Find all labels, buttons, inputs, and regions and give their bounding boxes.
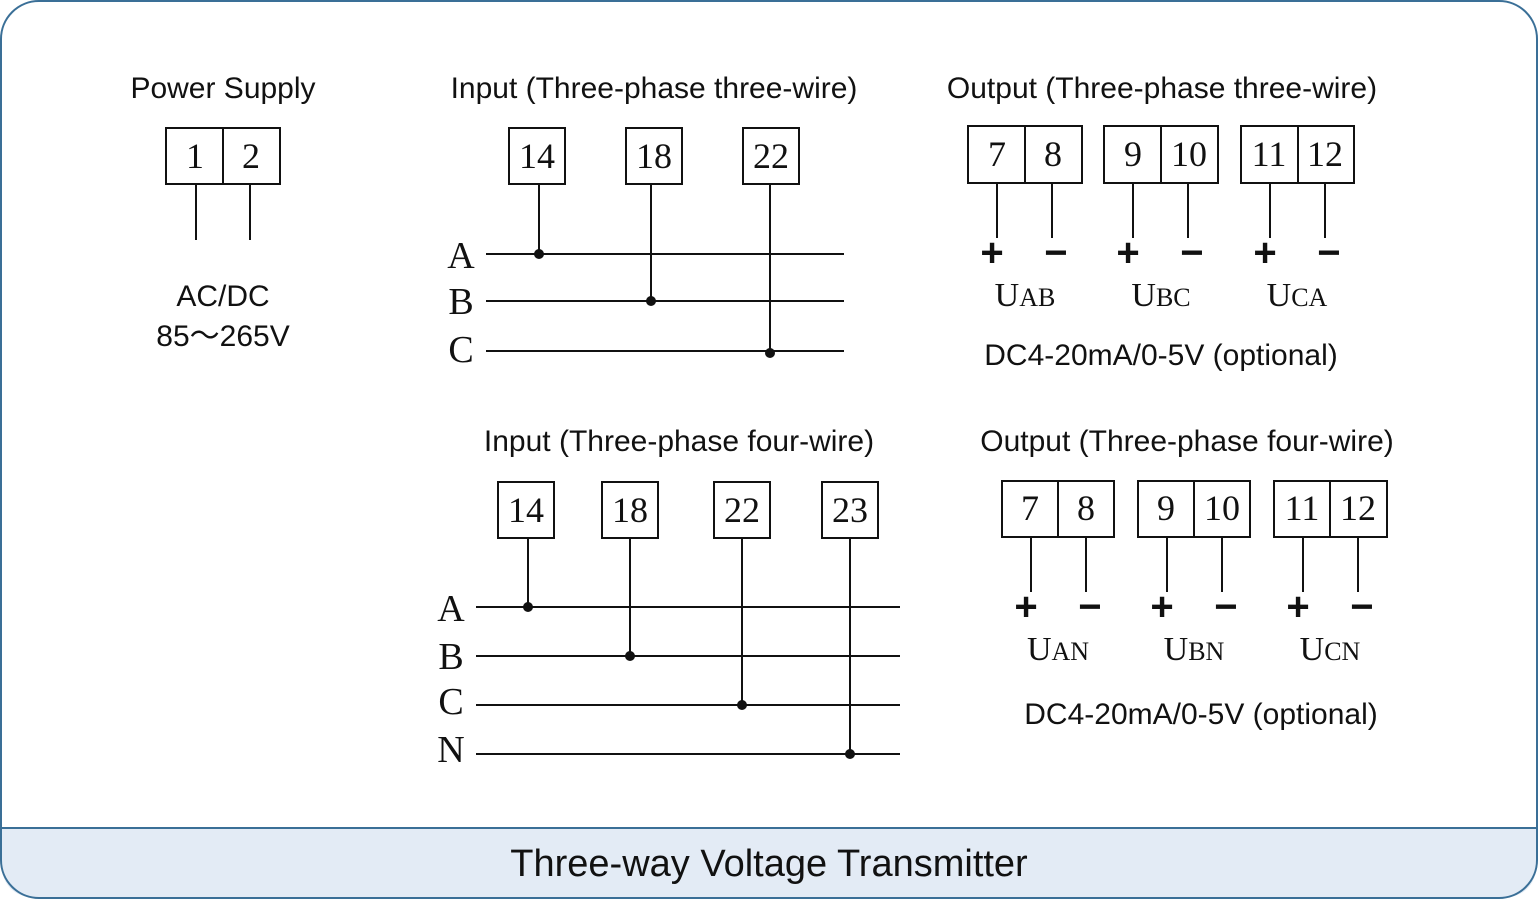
terminal-box-14	[508, 127, 566, 185]
plus-sign-ubc: +	[1116, 231, 1139, 275]
minus-sign-ubc: −	[1180, 231, 1203, 275]
terminal-label-12-4w: 12	[1340, 488, 1376, 528]
terminal-label-18: 18	[636, 136, 672, 176]
plus-sign-ucn: +	[1286, 585, 1309, 629]
junction-dot-a-4w	[523, 602, 533, 612]
diagram-title: Three-way Voltage Transmitter	[510, 843, 1028, 885]
phase-label-b: B	[448, 281, 473, 323]
output-four-wire-section: Output (Three-phase four-wire) 7 8 9 10 …	[980, 425, 1394, 731]
phase-label-a-4w: A	[437, 588, 465, 630]
minus-sign-uca: −	[1317, 231, 1340, 275]
power-supply-heading: Power Supply	[130, 72, 315, 105]
terminal-label-14-4w: 14	[508, 490, 544, 530]
junction-dot-c-4w	[737, 700, 747, 710]
terminal-box-2	[222, 127, 281, 185]
minus-sign-uab: −	[1044, 231, 1067, 275]
minus-sign-ubn: −	[1214, 585, 1237, 629]
plus-sign-uca: +	[1253, 231, 1276, 275]
terminal-box-18	[625, 127, 683, 185]
power-spec-type: AC/DC	[176, 280, 269, 313]
output-four-wire-heading: Output (Three-phase four-wire)	[980, 425, 1394, 458]
phase-label-n-4w: N	[437, 729, 464, 771]
input-four-wire-section: Input (Three-phase four-wire) 14 18 22 2…	[437, 425, 900, 771]
junction-dot-c	[765, 348, 775, 358]
terminal-label-10: 10	[1171, 134, 1207, 174]
terminal-block-power: 1 2	[165, 127, 281, 185]
plus-sign-uan: +	[1014, 585, 1037, 629]
junction-dot-n-4w	[845, 749, 855, 759]
input-four-wire-heading: Input (Three-phase four-wire)	[484, 425, 874, 458]
terminal-box-8	[1024, 125, 1083, 184]
power-supply-section: Power Supply 1 2 AC/DC 85～265V	[130, 72, 315, 353]
terminal-label-8: 8	[1044, 134, 1062, 174]
phase-label-c: C	[448, 329, 473, 371]
terminal-label-9-4w: 9	[1157, 488, 1175, 528]
channel-label-uab: UAB	[995, 277, 1056, 314]
terminal-box-22-4w	[713, 481, 771, 539]
terminal-box-7-4w	[1001, 480, 1059, 538]
channel-label-uca: UCA	[1267, 277, 1328, 314]
minus-sign-uan: −	[1078, 585, 1101, 629]
phase-label-b-4w: B	[438, 636, 463, 678]
terminal-box-12-4w	[1329, 480, 1388, 538]
terminal-box-14-4w	[497, 481, 555, 539]
terminal-label-8-4w: 8	[1077, 488, 1095, 528]
plus-sign-uab: +	[980, 231, 1003, 275]
output-three-wire-heading: Output (Three-phase three-wire)	[947, 72, 1377, 105]
terminal-label-7: 7	[988, 134, 1006, 174]
terminal-label-2: 2	[242, 136, 260, 176]
channel-label-uan: UAN	[1027, 631, 1089, 668]
terminal-box-11	[1240, 125, 1299, 184]
output-four-wire-note: DC4-20mA/0-5V (optional)	[1024, 698, 1377, 731]
terminal-label-9: 9	[1124, 134, 1142, 174]
terminal-box-10	[1160, 125, 1219, 184]
terminal-label-22-4w: 22	[724, 490, 760, 530]
terminal-label-14: 14	[519, 136, 555, 176]
phase-label-c-4w: C	[438, 681, 463, 723]
output-three-wire-section: Output (Three-phase three-wire) 7 8 9 10…	[947, 72, 1377, 372]
input-three-wire-heading: Input (Three-phase three-wire)	[451, 72, 858, 105]
channel-label-ucn: UCN	[1300, 631, 1361, 668]
channel-label-ubn: UBN	[1164, 631, 1225, 668]
minus-sign-ucn: −	[1350, 585, 1373, 629]
terminal-label-7-4w: 7	[1021, 488, 1039, 528]
power-spec-range: 85～265V	[156, 320, 289, 353]
terminal-box-8-4w	[1057, 480, 1115, 538]
input-three-wire-section: Input (Three-phase three-wire) 14 18 22 …	[447, 72, 857, 371]
junction-dot-b-4w	[625, 651, 635, 661]
phase-label-a: A	[447, 235, 475, 277]
junction-dot-b	[646, 296, 656, 306]
terminal-box-1	[165, 127, 224, 185]
terminal-label-1: 1	[186, 136, 204, 176]
terminal-label-10-4w: 10	[1204, 488, 1240, 528]
footer-band	[1, 828, 1537, 898]
plus-sign-ubn: +	[1150, 585, 1173, 629]
terminal-label-22: 22	[753, 136, 789, 176]
output-three-wire-note: DC4-20mA/0-5V (optional)	[984, 339, 1337, 372]
terminal-label-11: 11	[1252, 134, 1287, 174]
terminal-label-23-4w: 23	[832, 490, 868, 530]
junction-dot-a	[534, 249, 544, 259]
terminal-box-18-4w	[601, 481, 659, 539]
terminal-box-23-4w	[821, 481, 879, 539]
terminal-label-11-4w: 11	[1285, 488, 1320, 528]
terminal-label-18-4w: 18	[612, 490, 648, 530]
terminal-label-12: 12	[1307, 134, 1343, 174]
channel-label-ubc: UBC	[1131, 277, 1190, 314]
terminal-box-22	[742, 127, 800, 185]
